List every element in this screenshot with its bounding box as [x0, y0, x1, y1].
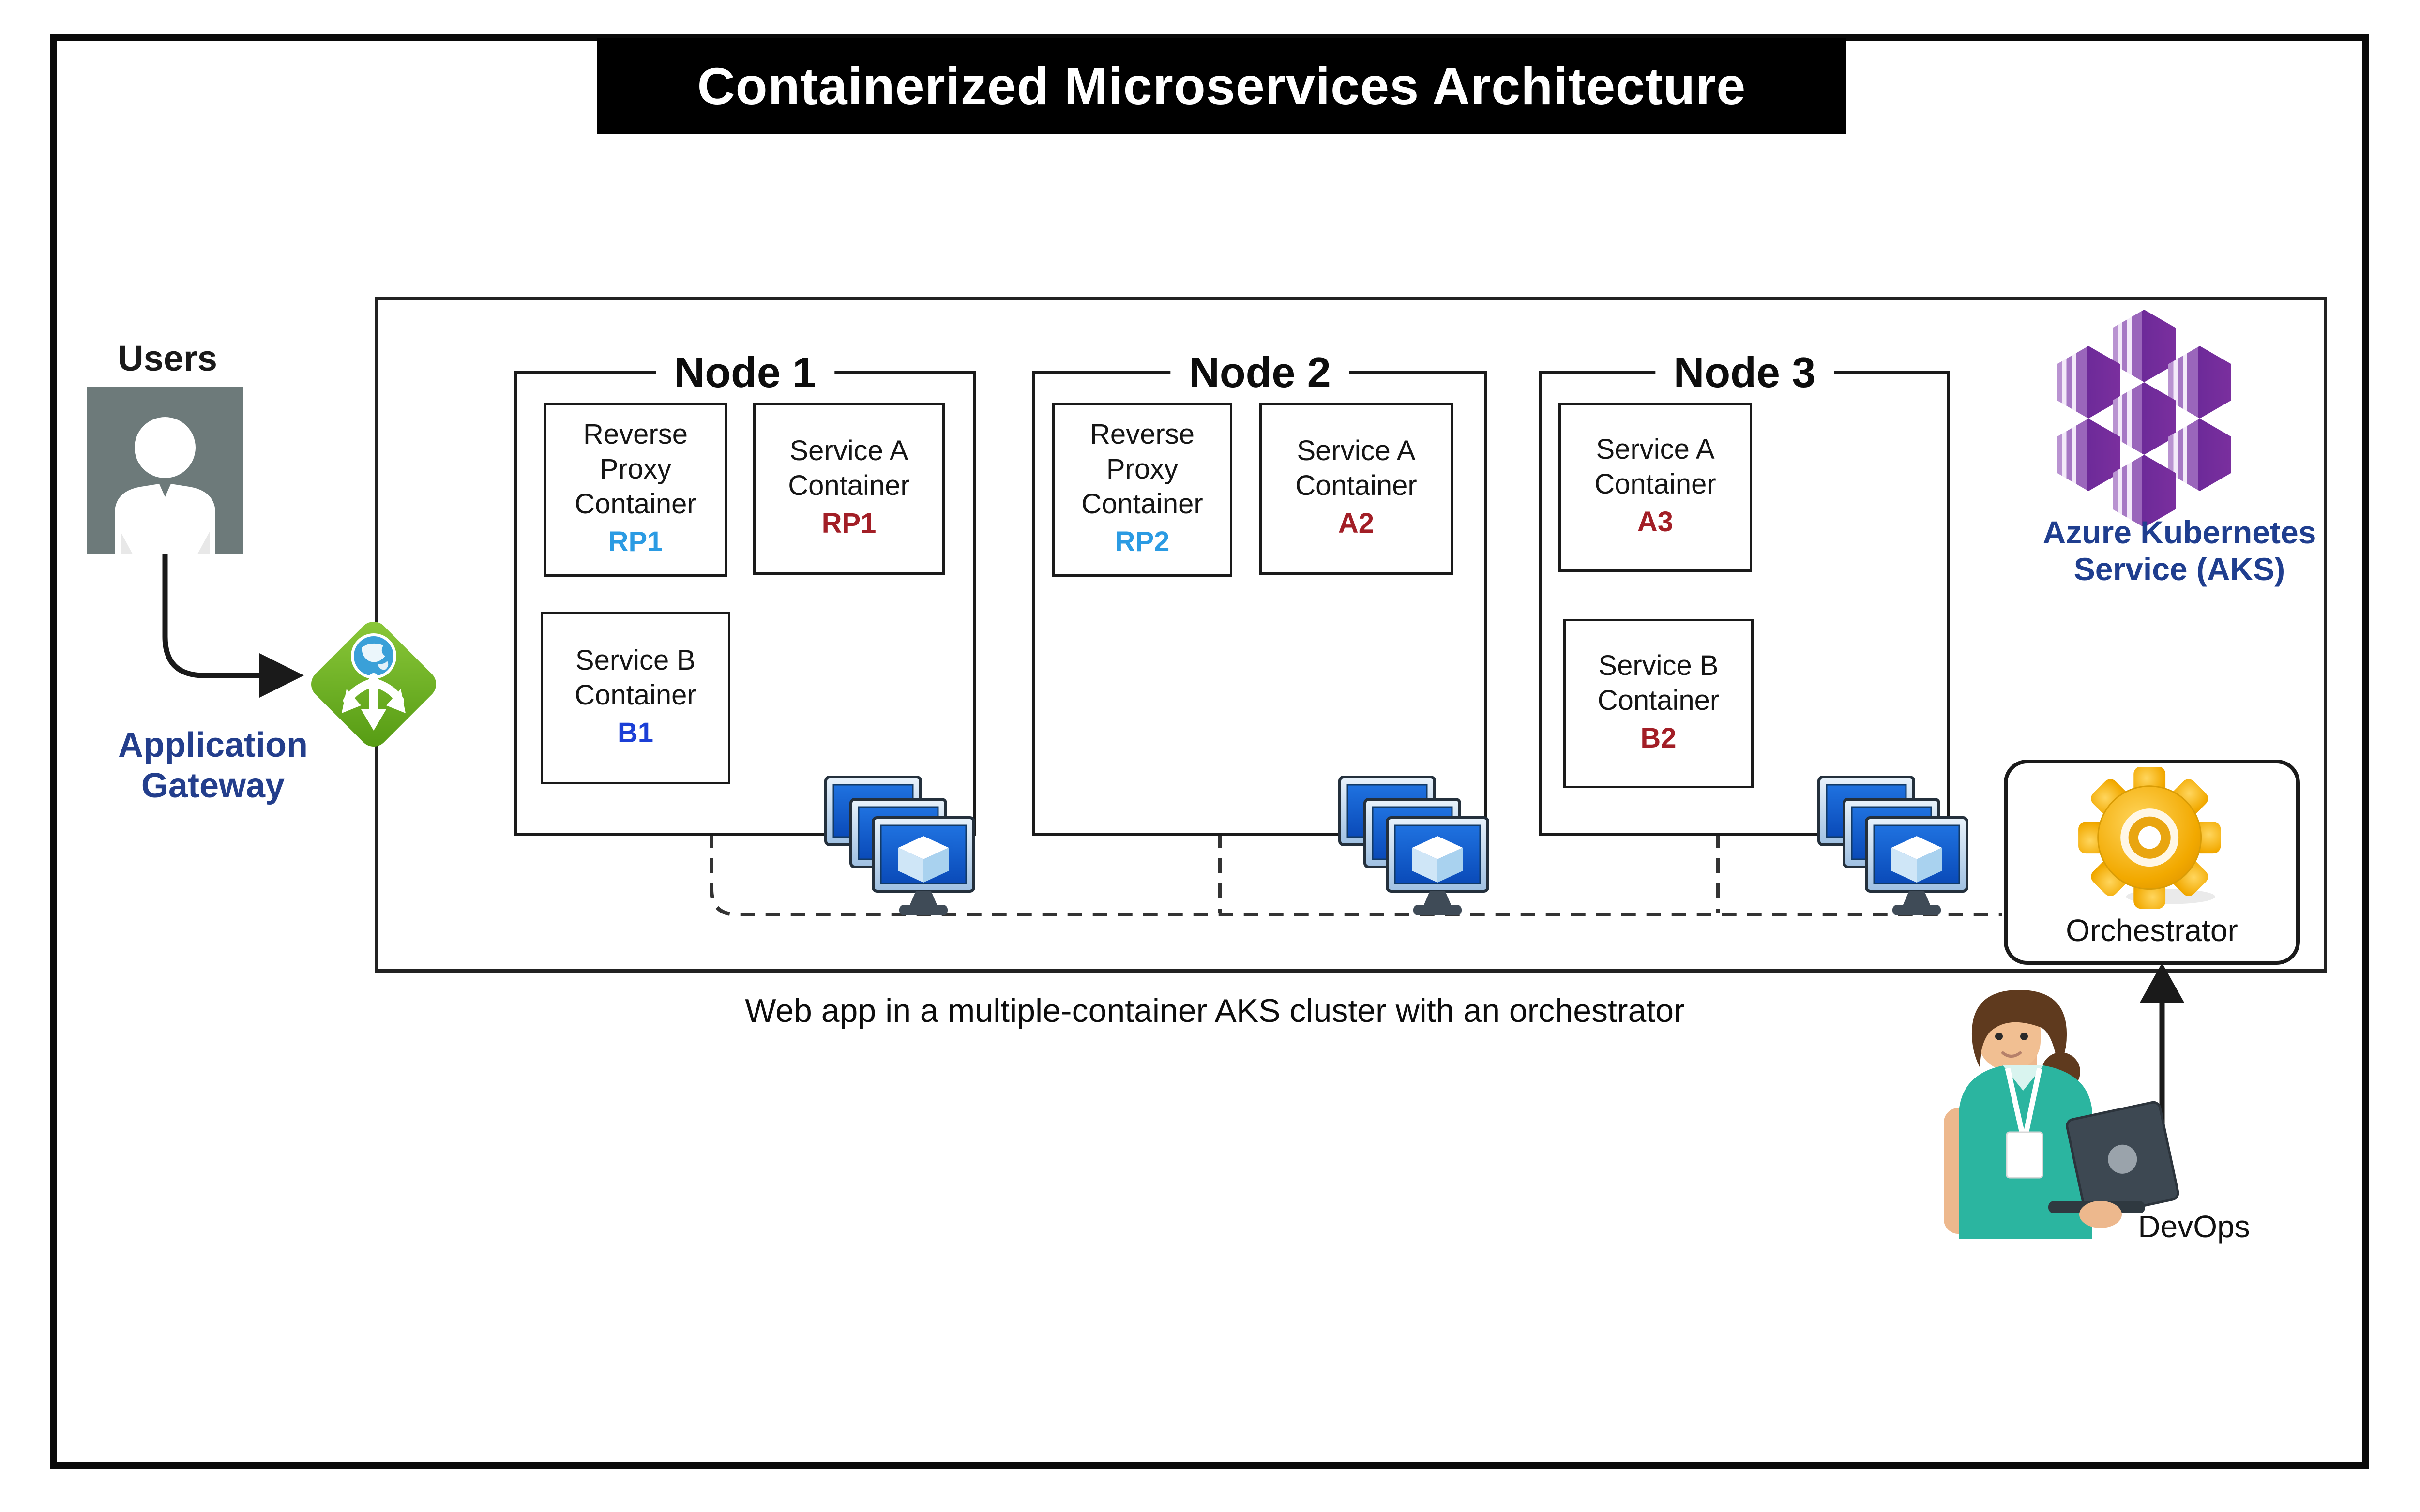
container-tag: RP1: [821, 508, 877, 539]
aks-logo: [2013, 305, 2284, 556]
container-tag: A2: [1338, 508, 1375, 539]
aks-label-line1: Azure Kubernetes: [2042, 514, 2316, 550]
node1-container-host-monitors-icon: [824, 776, 975, 915]
users-to-gateway-arrowhead: [259, 653, 304, 698]
node1-service-a-container: Service A Container RP1: [753, 403, 945, 575]
container-name: Service A Container: [788, 435, 910, 501]
orchestrator-label: Orchestrator: [2066, 913, 2238, 948]
aks-hexagon: [2057, 346, 2120, 419]
gear-icon: [2078, 767, 2221, 909]
node2-service-a-container: Service A Container A2: [1259, 403, 1453, 575]
application-gateway-label-line2: Gateway: [141, 766, 285, 805]
container-tag: RP1: [608, 526, 663, 557]
users-label: Users: [118, 338, 217, 378]
node-2-box: Node 2: [1032, 348, 1487, 836]
aks-hexagon: [2168, 346, 2231, 419]
container-name: Service B Container: [575, 644, 696, 711]
container-tag: RP2: [1115, 526, 1170, 557]
orchestrator-box: Orchestrator: [2004, 760, 2300, 965]
container-tag: A3: [1637, 506, 1674, 538]
devops-label: DevOps: [2138, 1209, 2250, 1244]
aks-hexagon: [2113, 310, 2176, 382]
page-title: Containerized Microservices Architecture: [697, 56, 1746, 115]
title-bar: Containerized Microservices Architecture: [597, 38, 1846, 134]
aks-hexagon: [2057, 419, 2120, 491]
node2-container-host-monitors-icon: [1338, 776, 1489, 915]
aks-hexagon: [2168, 419, 2231, 491]
application-gateway-icon: [311, 622, 436, 747]
users-icon: [87, 387, 243, 554]
node-3-box: Node 3: [1539, 348, 1950, 836]
users-to-gateway-arrow: [162, 554, 261, 678]
diagram-caption: Web app in a multiple-container AKS clus…: [745, 992, 1685, 1029]
nodes-to-orchestrator-dashed-lines: [710, 833, 2002, 916]
node-1-title: Node 1: [655, 348, 835, 397]
application-gateway-label-line1: Application: [118, 726, 308, 764]
node3-service-a-container: Service A Container A3: [1558, 403, 1752, 572]
container-tag: B1: [617, 717, 654, 749]
aks-hexagon: [2113, 382, 2176, 455]
container-name: Reverse Proxy Container: [575, 419, 696, 520]
node3-service-b-container: Service B Container B2: [1563, 619, 1754, 788]
aks-label: Azure Kubernetes Service (AKS): [2010, 514, 2349, 587]
node1-service-b-container: Service B Container B1: [541, 612, 730, 784]
node1-reverse-proxy-container: Reverse Proxy Container RP1: [544, 403, 727, 577]
node-3-title: Node 3: [1655, 348, 1834, 397]
aks-label-line2: Service (AKS): [2073, 551, 2285, 587]
node2-reverse-proxy-container: Reverse Proxy Container RP2: [1052, 403, 1232, 577]
container-name: Service B Container: [1597, 650, 1720, 716]
devops-person-illustration: [1944, 989, 2179, 1239]
node3-container-host-monitors-icon: [1817, 776, 1968, 915]
container-tag: B2: [1640, 722, 1677, 754]
container-name: Service A Container: [1594, 434, 1716, 500]
node-2-title: Node 2: [1170, 348, 1349, 397]
application-gateway-label: Application Gateway: [111, 725, 315, 806]
node-1-box: Node 1: [514, 348, 976, 836]
container-name: Service A Container: [1295, 435, 1417, 501]
container-name: Reverse Proxy Container: [1081, 419, 1203, 520]
devops-to-orchestrator-arrowhead: [2139, 963, 2185, 1003]
